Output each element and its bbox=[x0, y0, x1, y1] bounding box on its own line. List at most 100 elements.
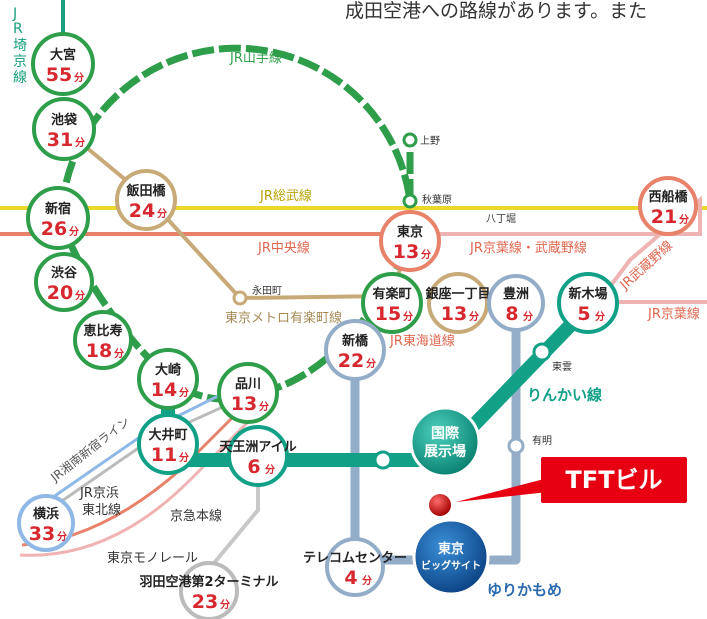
station-nagatacho[interactable] bbox=[232, 290, 248, 306]
station-minutes: 6 bbox=[247, 456, 260, 478]
tft-building-callout: TFTビル bbox=[541, 457, 687, 503]
station-shinonome-label: 東雲 bbox=[552, 360, 572, 373]
station-big-sight[interactable]: 東京ビッグサイト bbox=[412, 518, 490, 596]
station-minutes: 13 bbox=[393, 241, 419, 263]
station-name: 銀座一丁目 bbox=[425, 286, 490, 302]
station-minutes: 21 bbox=[651, 206, 677, 228]
station-name: 池袋 bbox=[51, 112, 78, 128]
station-name: 大宮 bbox=[50, 47, 76, 63]
station-ariake-label: 有明 bbox=[532, 434, 552, 447]
station-minutes-unit: 分 bbox=[74, 71, 84, 84]
station-minutes: 26 bbox=[41, 218, 67, 240]
monorail-label: 東京モノレール bbox=[107, 550, 198, 566]
rinkai-label: りんかい線 bbox=[527, 386, 602, 404]
station-minutes-unit: 分 bbox=[75, 136, 85, 149]
station-bubble bbox=[115, 169, 177, 231]
station-hatchobori-label: 八丁堀 bbox=[486, 213, 516, 225]
station-ariake[interactable] bbox=[507, 437, 525, 455]
station-minutes-unit: 分 bbox=[469, 310, 479, 323]
station-bubble bbox=[217, 362, 279, 424]
station-name: 横浜 bbox=[33, 506, 59, 522]
station-minutes: 31 bbox=[47, 129, 73, 151]
station-name: 羽田空港第2ターミナル bbox=[139, 574, 278, 590]
station-name: テレコムセンター bbox=[303, 551, 407, 566]
station-minutes-unit: 分 bbox=[179, 386, 189, 399]
keiyo-musashino-label: JR京葉線・武蔵野線 bbox=[469, 240, 587, 256]
station-name: 恵比寿 bbox=[83, 323, 122, 339]
station-minutes: 4 bbox=[344, 567, 357, 589]
station-minutes-unit: 分 bbox=[421, 248, 431, 261]
station-name: 新橋 bbox=[342, 333, 369, 349]
station-minutes: 13 bbox=[231, 393, 257, 415]
station-minutes: 14 bbox=[151, 379, 177, 401]
yamanote-line-north bbox=[58, 44, 414, 210]
station-name: 新宿 bbox=[45, 201, 71, 217]
station-minutes-unit: 分 bbox=[75, 289, 85, 302]
yurakucho-label: 東京メトロ有楽町線 bbox=[225, 310, 342, 326]
chuo-label: JR中央線 bbox=[257, 240, 310, 256]
station-bubble bbox=[137, 413, 199, 475]
station-bubble bbox=[487, 274, 545, 332]
station-bubble bbox=[26, 186, 90, 250]
keikyu-label: 京急本線 bbox=[170, 508, 222, 524]
station-rinkai-mid[interactable] bbox=[373, 450, 393, 470]
station-minutes-unit: 分 bbox=[69, 225, 79, 238]
station-bubble bbox=[32, 97, 96, 161]
station-bubble bbox=[179, 561, 239, 619]
station-minutes: 18 bbox=[86, 340, 112, 362]
station-minutes: 22 bbox=[338, 350, 364, 372]
station-bubble bbox=[31, 32, 95, 96]
station-bubble bbox=[361, 272, 423, 334]
station-akihabara[interactable] bbox=[402, 193, 418, 209]
station-bubble bbox=[557, 272, 619, 334]
station-bubble bbox=[379, 210, 441, 272]
station-bubble bbox=[638, 176, 698, 236]
station-minutes: 20 bbox=[47, 282, 73, 304]
station-name: 豊洲 bbox=[503, 286, 529, 302]
station-kokusai-tenjijo[interactable]: 国際展示場 bbox=[409, 406, 481, 478]
station-ueno-label: 上野 bbox=[420, 135, 440, 147]
station-minutes-unit: 分 bbox=[366, 357, 376, 370]
station-ueno[interactable] bbox=[402, 132, 418, 148]
station-name: 西船橋 bbox=[648, 189, 688, 205]
header-text: 成田空港への路線があります。また bbox=[345, 0, 648, 22]
yurakucho-line bbox=[62, 127, 414, 301]
station-minutes-unit: 分 bbox=[259, 400, 269, 413]
station-akihabara-label: 秋葉原 bbox=[422, 193, 452, 206]
station-minutes: 13 bbox=[441, 303, 467, 325]
station-minutes-unit: 分 bbox=[114, 347, 124, 360]
sobu-label: JR総武線 bbox=[259, 188, 312, 204]
station-name: 有楽町 bbox=[372, 286, 411, 302]
station-minutes-unit: 分 bbox=[57, 530, 67, 543]
station-minutes: 24 bbox=[129, 200, 155, 222]
small-stations: 上野 秋葉原 八丁堀 永田町 東雲 有明 bbox=[232, 132, 572, 470]
station-name: 大崎 bbox=[155, 362, 181, 378]
station-bubble bbox=[34, 252, 94, 312]
yurikamome-label: ゆりかもめ bbox=[487, 581, 562, 599]
tft-building-marker[interactable] bbox=[429, 494, 451, 516]
station-minutes-unit: 分 bbox=[679, 213, 689, 226]
station-shinonome[interactable] bbox=[532, 342, 552, 362]
